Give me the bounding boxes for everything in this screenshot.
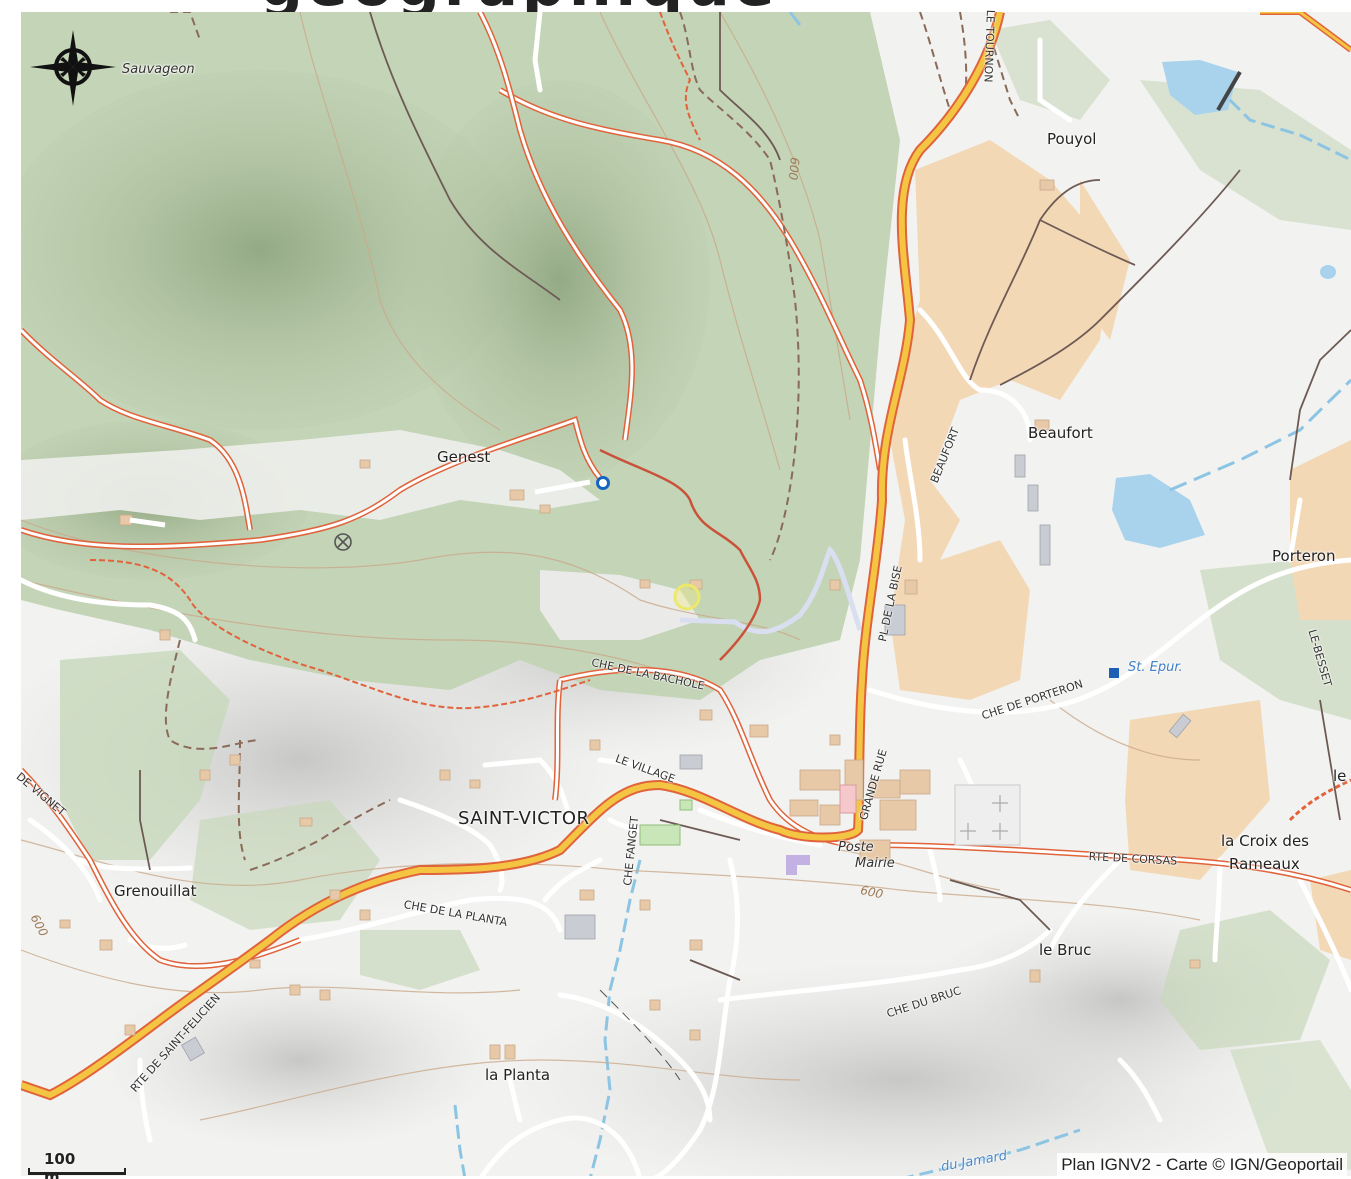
dam <box>1216 70 1242 112</box>
hillshade <box>0 70 520 430</box>
orchard-field <box>1125 700 1270 880</box>
stream <box>588 859 642 1179</box>
place-label: le Bruc <box>1039 941 1092 959</box>
place-label: Pouyol <box>1047 130 1097 148</box>
forest-area <box>60 650 230 860</box>
place-label: Beaufort <box>1028 424 1093 442</box>
left-margin <box>0 0 21 1179</box>
place-label: Rameaux <box>1229 855 1300 873</box>
orchard-field <box>1310 870 1351 960</box>
map-attribution[interactable]: Plan IGNV2 - Carte © IGN/Geoportail <box>1057 1153 1347 1177</box>
place-label: Poste <box>838 840 874 855</box>
buildings <box>59 179 1201 1060</box>
place-label: le <box>1333 767 1347 785</box>
tracks <box>139 11 1351 981</box>
place-label: la Planta <box>485 1066 551 1084</box>
place-label: Mairie <box>855 856 895 871</box>
forest-area <box>1140 80 1351 230</box>
stream <box>788 11 802 26</box>
lake <box>1162 60 1238 115</box>
pond <box>1320 265 1336 279</box>
place-label: SAINT-VICTOR <box>458 808 590 829</box>
orchard-field <box>890 140 1110 700</box>
viewpoint-icon[interactable] <box>595 475 611 495</box>
orchard-field <box>1080 180 1130 340</box>
place-label: la Croix des <box>1221 832 1309 850</box>
industrial-buildings <box>181 454 1192 1062</box>
minor-road <box>679 545 863 635</box>
hillshade <box>100 970 500 1150</box>
stream <box>1228 98 1351 162</box>
tunnel-marker-icon[interactable] <box>333 532 353 556</box>
public-building <box>786 855 810 875</box>
lake <box>1112 474 1205 548</box>
sports-field <box>639 824 681 846</box>
clearing <box>21 430 600 520</box>
minor-road <box>534 479 591 495</box>
place-label: Porteron <box>1272 547 1336 565</box>
page-title-fragment: geographique <box>260 0 778 12</box>
orchard-field <box>1290 440 1351 620</box>
scale-line <box>28 1168 126 1175</box>
place-label: St. Epur. <box>1128 660 1183 675</box>
stream <box>453 1104 467 1179</box>
sports-field <box>679 799 693 811</box>
hillshade <box>410 80 710 480</box>
main-road <box>19 10 1005 1101</box>
place-label: Genest <box>437 448 491 466</box>
location-highlight-icon[interactable] <box>672 582 702 616</box>
water-station-icon[interactable] <box>1108 664 1120 683</box>
forest-area <box>1230 1040 1351 1170</box>
bottom-margin <box>0 1176 1351 1179</box>
place-label: Grenouillat <box>114 882 197 900</box>
forest-area <box>360 930 480 990</box>
church <box>839 784 857 814</box>
top-strip: geographique <box>0 0 1351 12</box>
cemetery <box>954 784 1021 846</box>
stream <box>1169 378 1351 492</box>
forest-area <box>1160 910 1330 1050</box>
minor-road <box>129 517 166 528</box>
contour-label: 600 <box>785 156 802 181</box>
forest-area <box>990 20 1110 120</box>
place-label: Sauvageon <box>122 62 195 77</box>
compass-icon[interactable] <box>30 30 116 106</box>
stream <box>899 1128 1081 1179</box>
road-label: LE TOURNON <box>981 9 997 83</box>
clearing <box>540 570 700 640</box>
